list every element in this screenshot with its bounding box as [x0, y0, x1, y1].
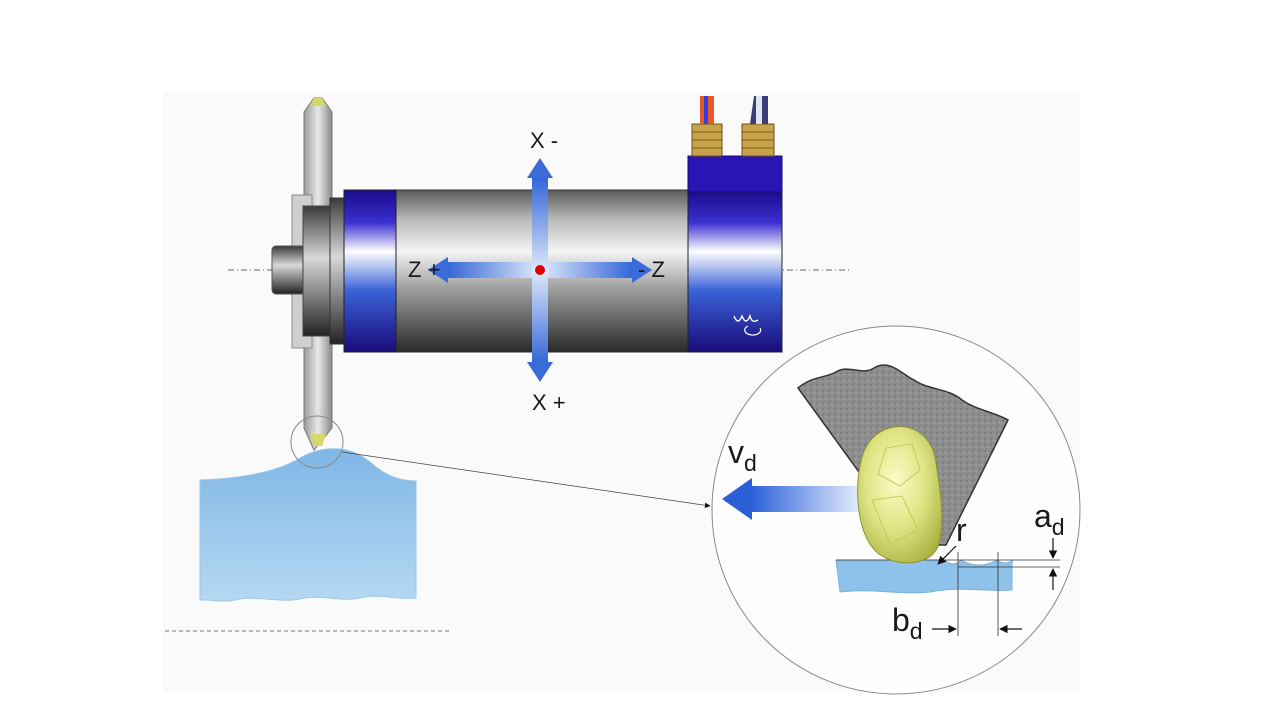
disc-diamond-bottom — [310, 434, 326, 446]
disc-diamond-top — [310, 98, 326, 106]
z-minus-label: - Z — [638, 257, 665, 282]
bd-label: bd — [892, 602, 923, 645]
magnifier-circle — [290, 415, 344, 469]
radius-label: r — [956, 512, 967, 548]
rotation-icon — [733, 313, 759, 323]
x-minus-label: X - — [530, 128, 559, 153]
connector-left — [691, 96, 723, 157]
radius-pointer — [937, 545, 957, 565]
ad-label: ad — [1034, 498, 1065, 541]
workpiece — [199, 448, 417, 602]
vd-arrow-shaft — [750, 486, 862, 512]
diamond-facet-2 — [871, 495, 919, 545]
detail-workpiece — [835, 559, 1014, 594]
vd-arrow-head — [722, 478, 752, 520]
vd-label: vd — [728, 434, 757, 477]
z-plus-label: Z + — [408, 257, 441, 282]
origin-point — [535, 265, 545, 275]
zoom-leader-line — [341, 451, 711, 509]
x-plus-label: X + — [532, 390, 566, 415]
spindle-front-band — [343, 189, 397, 353]
connector-right — [741, 96, 775, 157]
connector-box — [687, 155, 783, 193]
rotation-arrow-icon — [744, 325, 762, 336]
spindle-motor-band — [687, 189, 783, 353]
disc-nut — [271, 245, 307, 295]
diamond-grain — [857, 426, 943, 564]
diamond-facet — [877, 443, 921, 487]
spindle-collar — [302, 205, 334, 337]
